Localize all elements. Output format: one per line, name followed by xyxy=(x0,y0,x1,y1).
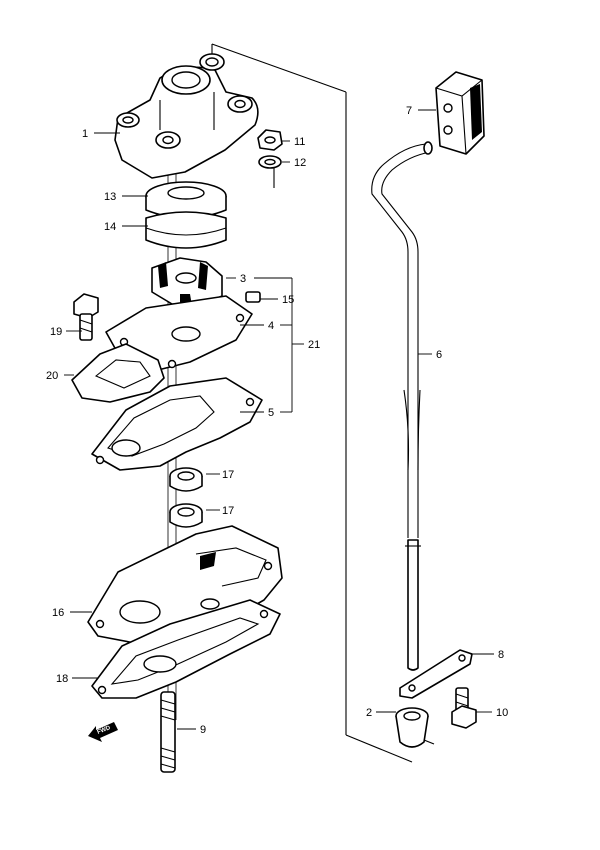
impeller-part-3 xyxy=(151,257,223,307)
callout-9: 9 xyxy=(200,724,206,736)
nut-part-11 xyxy=(257,129,283,151)
callout-17-upper: 17 xyxy=(222,469,234,481)
gasket-part-18 xyxy=(91,599,281,699)
tube-plate-part-8 xyxy=(399,649,473,699)
callout-3: 3 xyxy=(240,273,246,285)
callout-6: 6 xyxy=(436,349,442,361)
callout-13: 13 xyxy=(104,191,116,203)
callout-5: 5 xyxy=(268,407,274,419)
pump-case-part-1 xyxy=(114,53,259,179)
callout-20: 20 xyxy=(46,370,58,382)
impeller-housing-part-13 xyxy=(145,181,227,219)
callout-2: 2 xyxy=(366,707,372,719)
callout-19: 19 xyxy=(50,326,62,338)
collar-part-2 xyxy=(395,707,435,748)
callout-14: 14 xyxy=(104,221,116,233)
grommet-part-7 xyxy=(435,71,485,155)
oil-seal-upper-part-17 xyxy=(169,467,203,492)
callout-12: 12 xyxy=(294,157,306,169)
washer-part-12 xyxy=(258,155,282,169)
callout-8: 8 xyxy=(498,649,504,661)
fwd-label: FWD xyxy=(97,725,113,736)
fwd-direction-marker: FWD xyxy=(88,722,118,742)
stud-bolt-part-9 xyxy=(160,691,176,773)
oil-seal-lower-part-17 xyxy=(169,503,203,528)
callout-18: 18 xyxy=(56,673,68,685)
gasket-part-5 xyxy=(91,377,263,471)
callout-21: 21 xyxy=(308,339,320,351)
callout-4: 4 xyxy=(268,320,274,332)
callout-15: 15 xyxy=(282,294,294,306)
gasket-part-20 xyxy=(71,343,165,403)
impeller-housing-part-14 xyxy=(145,211,227,249)
callout-7: 7 xyxy=(406,105,412,117)
bolt-part-10 xyxy=(451,687,477,729)
bolt-part-19 xyxy=(73,293,99,341)
callout-1: 1 xyxy=(82,128,88,140)
callout-16: 16 xyxy=(52,607,64,619)
leader-lines xyxy=(64,109,494,730)
callout-17-lower: 17 xyxy=(222,505,234,517)
callout-labels: 1 2 3 4 5 6 7 8 9 10 11 12 13 14 15 16 1… xyxy=(46,105,508,736)
impeller-key-part-15 xyxy=(245,291,261,303)
callout-11: 11 xyxy=(294,136,305,148)
water-tube-part-6 xyxy=(371,141,433,671)
assembly-frame-lines xyxy=(211,43,413,763)
callout-10: 10 xyxy=(496,707,508,719)
